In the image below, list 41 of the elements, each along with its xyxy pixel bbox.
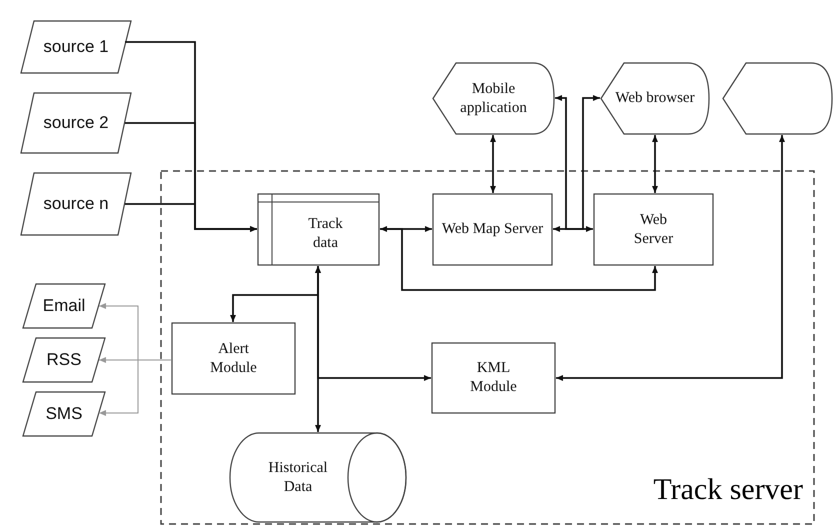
data-store-box [257,193,380,266]
node-label: Web Server [632,210,674,248]
node-label: Historical Data [267,458,329,496]
connector-arrow [555,95,593,232]
connector-arrow [125,203,257,232]
process-box [431,342,556,414]
track-server-boundary [160,170,815,525]
process-box [593,193,714,266]
node-label: Alert Module [209,340,258,378]
display-shape [722,62,833,135]
node-label: SMS [44,403,84,426]
connector-arrow [553,95,600,232]
data-parallelogram [20,20,132,74]
connector-arrow [315,266,321,432]
data-parallelogram [20,172,132,236]
connector-arrow [556,135,785,381]
display-shape [432,62,555,135]
node-label: Web browser [614,89,696,108]
process-box [432,193,553,266]
node-label: Web Map Server [440,220,544,239]
data-parallelogram [20,92,132,154]
node-label: Email [42,295,86,318]
connector-arrow [490,135,496,193]
connector-arrow [380,228,658,291]
process-box [171,322,296,395]
boundary-label: Track server [653,475,803,505]
node-label: Track data [307,214,344,252]
display-shape [600,62,710,135]
node-label: KML Module [469,359,518,397]
connector-arrow [98,360,172,416]
node-label: Mobile application [459,80,528,118]
node-label: source 1 [42,36,110,58]
data-parallelogram [22,283,106,329]
node-label: source n [42,193,110,216]
connector-arrow [380,226,432,232]
node-label: source 2 [42,112,110,134]
database-cylinder [229,432,407,523]
connector-arrow [652,135,658,193]
data-parallelogram [22,337,106,383]
node-label: RSS [46,349,82,372]
data-parallelogram [22,391,106,437]
